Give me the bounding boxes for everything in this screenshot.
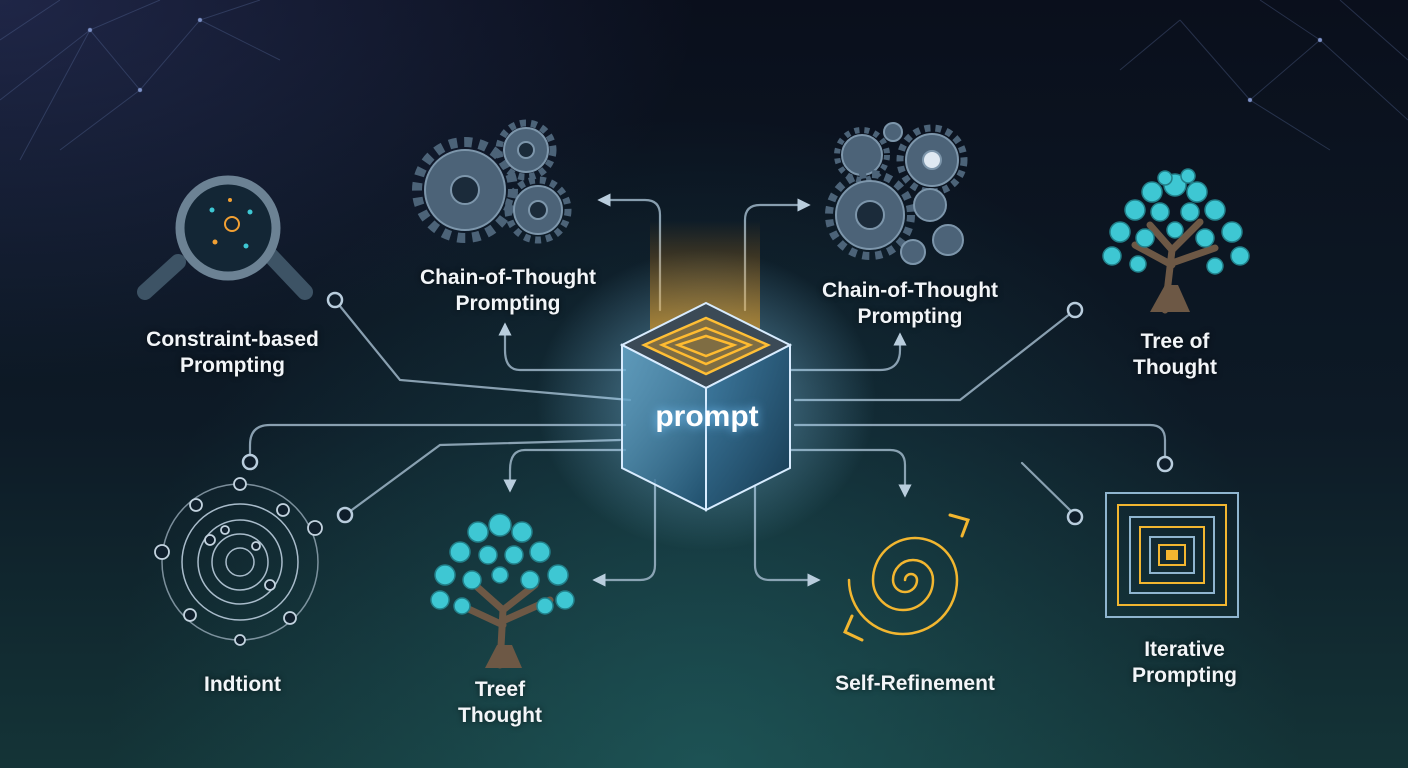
background-network xyxy=(0,0,1408,161)
connector-treef-low xyxy=(592,478,657,587)
nested-squares-icon xyxy=(1105,492,1239,618)
tree-icon-lower xyxy=(430,513,575,669)
connector-endpoints xyxy=(241,291,1174,526)
prompt-cube xyxy=(536,220,876,550)
spiral-icon xyxy=(843,513,970,642)
orbit-icon xyxy=(154,477,323,646)
tree-icon-right xyxy=(1102,168,1250,314)
connector-cot-right xyxy=(788,332,907,372)
connector-cot-left xyxy=(498,322,627,372)
prompt-label: prompt xyxy=(655,400,759,433)
label-cot-left: Chain-of-Thought Prompting xyxy=(419,266,597,315)
connector-self-refine-top xyxy=(788,448,912,498)
connector-cot-right-top xyxy=(743,198,811,312)
label-indtiont: Indtiont xyxy=(204,673,281,696)
connector-iterative-right xyxy=(793,423,1167,462)
label-treef-thought: Treef Thought xyxy=(458,678,542,727)
connector-treef xyxy=(503,448,627,493)
connector-left-mid xyxy=(248,423,627,462)
label-cot-right: Chain-of-Thought Prompting xyxy=(821,279,999,328)
gears-icon-left xyxy=(412,119,572,244)
label-self-refinement: Self-Refinement xyxy=(835,672,995,695)
label-iterative-prompting: Iterative Prompting xyxy=(1132,638,1237,687)
gears-icon-right xyxy=(825,122,968,265)
label-tree-of-thought: Tree of Thought xyxy=(1133,330,1217,379)
magnifier-icon xyxy=(137,175,313,300)
label-constraint-based: Constraint-based Prompting xyxy=(146,328,319,377)
connector-self-refine xyxy=(753,483,821,587)
connector-cot-left-top xyxy=(597,193,662,312)
connector-iterative-diag xyxy=(1020,461,1077,517)
